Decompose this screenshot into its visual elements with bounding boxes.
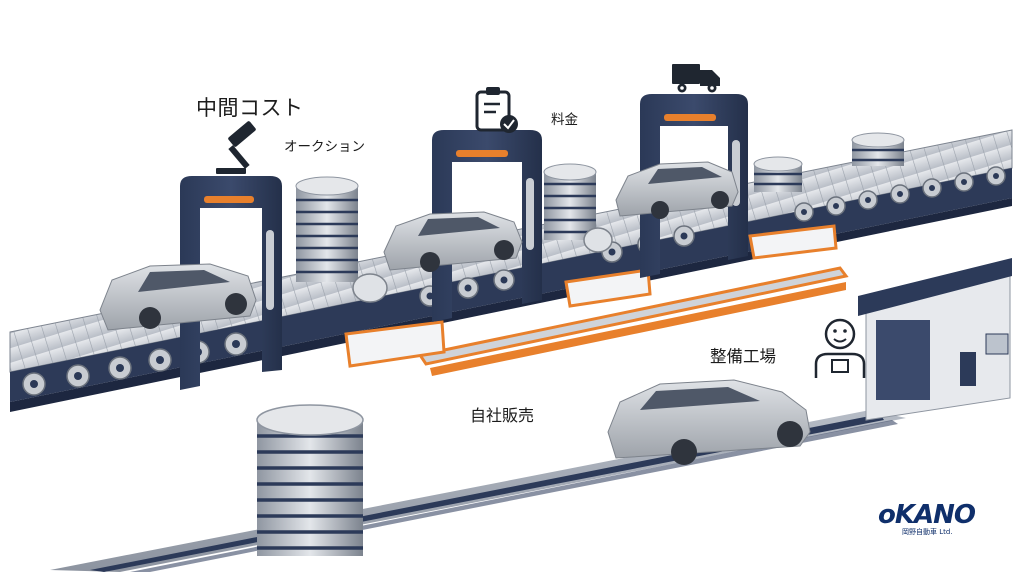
- large-coin-stack: [256, 404, 364, 556]
- auction-label: オークション: [284, 139, 365, 155]
- garage-building: [858, 258, 1012, 421]
- car-2: [383, 211, 523, 272]
- auction-gate: [180, 176, 282, 390]
- fee-gate: [432, 130, 542, 322]
- clipboard-check-icon: [475, 87, 518, 133]
- direct-sales-label: 自社販売: [470, 406, 535, 425]
- coin-stack-1: [295, 176, 388, 303]
- coin-stack-3: [753, 156, 803, 192]
- coin-stack-2: [543, 163, 613, 253]
- garage-label: 整備工場: [710, 347, 776, 366]
- intermediate-cost-title: 中間コスト: [196, 96, 304, 120]
- coin-collection-track: [344, 224, 849, 376]
- coin-stack-4: [851, 132, 905, 166]
- car-on-road: [607, 379, 811, 465]
- fee-label: 料金: [551, 112, 578, 128]
- gavel-icon: [216, 121, 256, 174]
- logo-brand: oKANO: [878, 500, 976, 530]
- company-logo: oKANO 岡野自動車 Ltd.: [878, 502, 988, 546]
- logo-subtitle: 岡野自動車 Ltd.: [902, 528, 953, 536]
- car-1: [99, 263, 257, 331]
- mechanic-face-icon: [814, 318, 866, 378]
- car-3: [615, 161, 739, 219]
- delivery-truck-icon: [672, 64, 720, 93]
